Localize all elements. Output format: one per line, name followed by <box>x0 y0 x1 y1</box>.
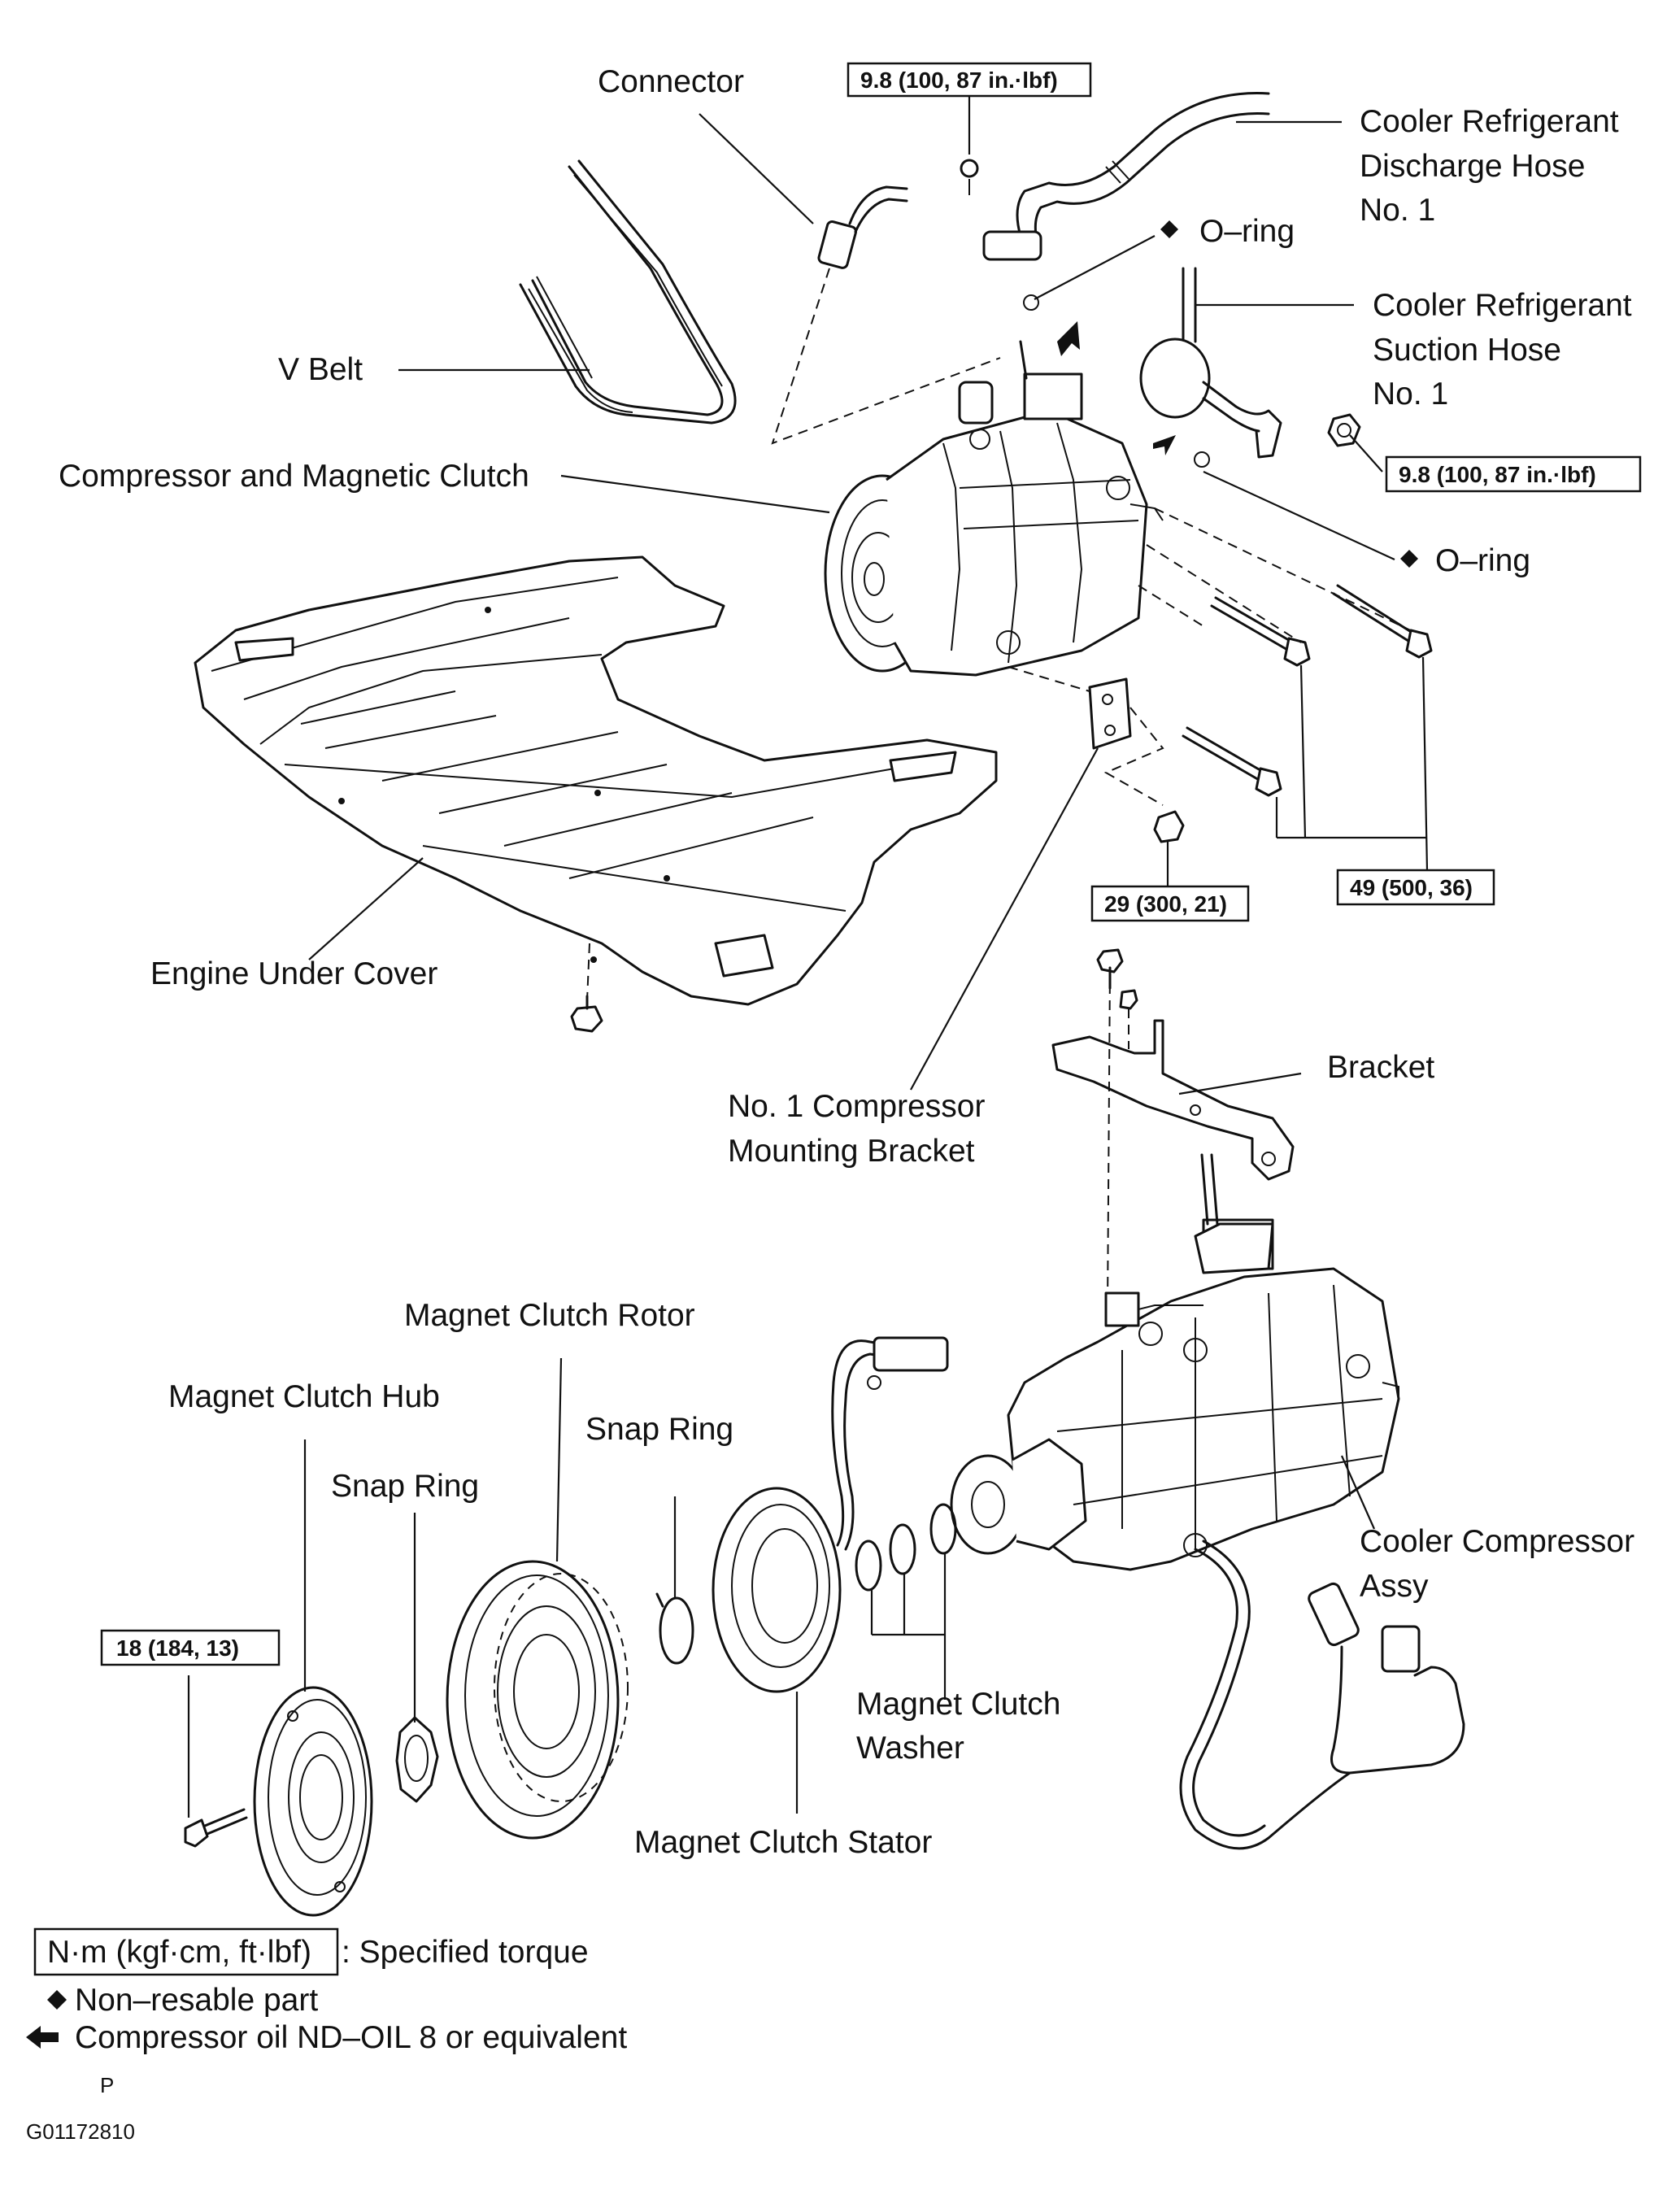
discharge-hose-drawing <box>960 92 1270 311</box>
label-v-belt: V Belt <box>278 352 363 387</box>
label-snap-ring-upper: Snap Ring <box>585 1412 733 1447</box>
label-bracket: Bracket <box>1327 1050 1434 1085</box>
bracket-drawing <box>1051 948 1295 1310</box>
label-clutch-washer-1: Magnet Clutch <box>856 1687 1060 1722</box>
clutch-rotor-drawing <box>446 1560 629 1840</box>
label-compressor-clutch: Compressor and Magnetic Clutch <box>59 459 529 494</box>
torque-box-hub-bolt <box>100 1629 281 1666</box>
legend-oil: Compressor oil ND–OIL 8 or equivalent <box>75 2020 627 2055</box>
torque-compressor-bolts: 49 (500, 36) <box>1350 875 1473 900</box>
torque-box-suction <box>1385 455 1642 493</box>
label-discharge-hose-3: No. 1 <box>1360 193 1435 228</box>
label-clutch-rotor: Magnet Clutch Rotor <box>404 1298 695 1333</box>
legend-non-reusable: Non–resable part <box>75 1983 318 2018</box>
v-belt-drawing <box>519 159 737 425</box>
compressor-bolts-drawing <box>1138 507 1433 797</box>
snap-ring-lower-drawing <box>395 1716 439 1803</box>
label-no1-bracket-1: No. 1 Compressor <box>728 1089 985 1124</box>
label-snap-ring-lower: Snap Ring <box>331 1469 479 1504</box>
clutch-stator-drawing <box>712 1336 949 1693</box>
diamond-icon <box>1400 550 1418 568</box>
clutch-washers-drawing <box>855 1503 957 1592</box>
label-connector: Connector <box>598 64 744 99</box>
torque-bracket-nut: 29 (300, 21) <box>1104 891 1227 917</box>
label-suction-hose-1: Cooler Refrigerant <box>1373 288 1632 323</box>
label-cooler-compressor-1: Cooler Compressor <box>1360 1524 1634 1559</box>
connector-drawing <box>771 185 1001 445</box>
label-cooler-compressor-2: Assy <box>1360 1569 1429 1604</box>
diamond-icon <box>47 1990 67 2010</box>
label-suction-hose-2: Suction Hose <box>1373 333 1561 368</box>
label-o-ring-top: O–ring <box>1199 214 1295 249</box>
torque-suction: 9.8 (100, 87 in.·lbf) <box>1399 462 1596 487</box>
label-clutch-hub: Magnet Clutch Hub <box>168 1379 440 1414</box>
legend-torque-box <box>33 1927 339 1976</box>
legend: N·m (kgf·cm, ft·lbf) : Specified torque … <box>26 1927 627 2144</box>
compressor-upper-drawing <box>824 340 1164 677</box>
diamond-icon <box>1160 220 1178 238</box>
torque-hub-bolt: 18 (184, 13) <box>116 1635 239 1661</box>
label-suction-hose-3: No. 1 <box>1373 377 1448 412</box>
part-labels: Connector Cooler Refrigerant Discharge H… <box>59 64 1634 1860</box>
label-clutch-washer-2: Washer <box>856 1731 964 1766</box>
torque-box-discharge <box>847 62 1092 98</box>
legend-torque-text: : Specified torque <box>342 1935 589 1970</box>
clutch-hub-drawing <box>184 1686 373 1917</box>
label-discharge-hose-2: Discharge Hose <box>1360 149 1585 184</box>
torque-box-bracket-nut <box>1090 885 1250 922</box>
legend-torque-units: N·m (kgf·cm, ft·lbf) <box>47 1935 311 1970</box>
figure-id: G01172810 <box>26 2119 135 2144</box>
torque-discharge: 9.8 (100, 87 in.·lbf) <box>860 68 1058 93</box>
label-discharge-hose-1: Cooler Refrigerant <box>1360 104 1619 139</box>
no1-bracket-drawing <box>1008 666 1185 843</box>
engine-under-cover-drawing <box>194 555 998 1033</box>
label-no1-bracket-2: Mounting Bracket <box>728 1134 975 1169</box>
label-engine-under-cover: Engine Under Cover <box>150 956 437 991</box>
snap-ring-upper-drawing <box>655 1592 694 1665</box>
label-o-ring-right: O–ring <box>1435 543 1530 578</box>
torque-spec-boxes: 9.8 (100, 87 in.·lbf) 9.8 (100, 87 in.·l… <box>100 62 1642 1666</box>
oil-arrow-icon <box>1153 435 1176 455</box>
cooler-compressor-drawing <box>950 1153 1465 1850</box>
oil-arrow-icon <box>26 2026 59 2049</box>
legend-p: P <box>100 2073 114 2097</box>
oil-arrow-icon <box>1057 321 1080 356</box>
leader-lines <box>187 94 1429 1818</box>
torque-box-compressor-bolts <box>1336 869 1495 906</box>
suction-hose-drawing <box>1139 267 1361 468</box>
label-clutch-stator: Magnet Clutch Stator <box>634 1825 932 1860</box>
